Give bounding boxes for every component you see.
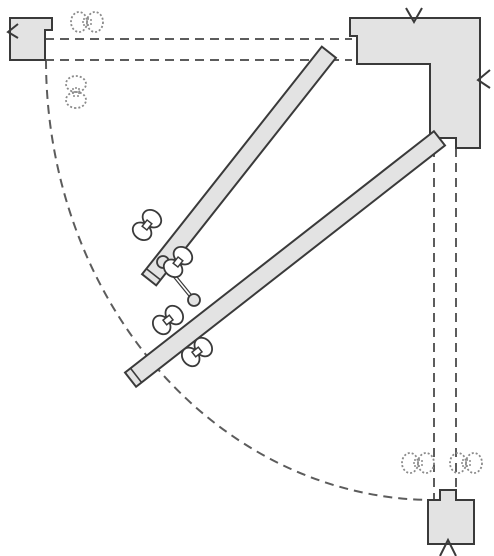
lower-leaf-edge (129, 367, 143, 383)
hinge-pin-icon (187, 293, 201, 307)
upper-door-leaf (140, 45, 338, 287)
upper-leaf-edge (145, 268, 162, 281)
bottom-jamb (427, 489, 475, 545)
ghost-rollers (65, 11, 483, 474)
ghost-roller-icon (401, 452, 435, 474)
roller-wheel-icon (180, 336, 214, 368)
ghost-roller-icon (65, 75, 87, 109)
swing-arc (45, 59, 435, 501)
notch-icon (6, 23, 19, 39)
roller-wheel-icon (162, 245, 194, 279)
closed-position-top-outline (45, 38, 352, 61)
notch-icon (476, 69, 491, 89)
lower-leaf-panel (123, 129, 447, 389)
notch-icon (439, 537, 457, 556)
left-jamb (9, 17, 53, 61)
notch-icon (405, 7, 423, 25)
ghost-roller-icon (449, 452, 483, 474)
upper-leaf-panel (140, 45, 338, 287)
ghost-roller-icon (70, 11, 104, 33)
roller-wheel-icon (131, 208, 163, 242)
closed-position-right-outline (433, 148, 457, 500)
lower-door-leaf (123, 129, 447, 389)
rollers (131, 208, 214, 368)
roller-wheel-icon (151, 304, 185, 336)
corner-post (349, 17, 481, 149)
